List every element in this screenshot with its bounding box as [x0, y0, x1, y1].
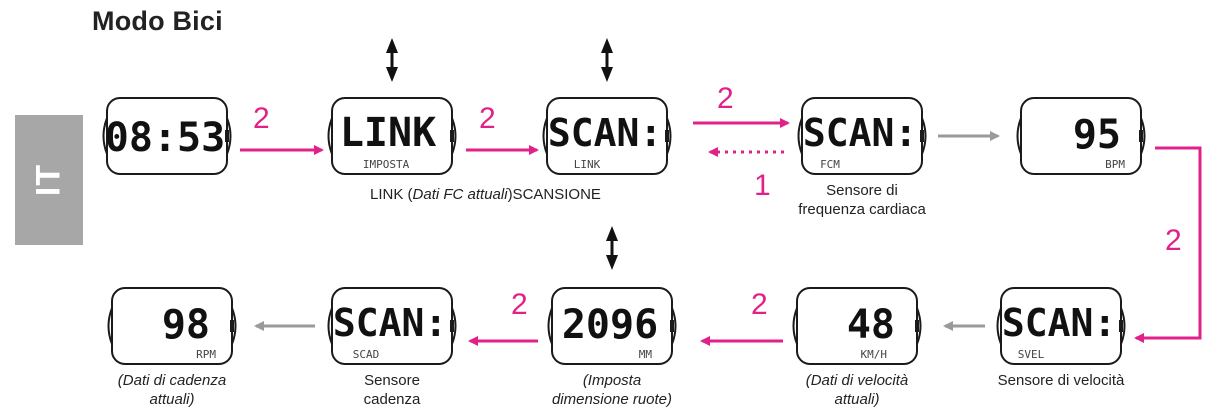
svg-text:LINK: LINK	[574, 158, 601, 171]
svg-text:SCAN:: SCAN:	[333, 301, 447, 345]
step-label: 2	[253, 102, 270, 135]
page-title: Modo Bici	[92, 6, 223, 36]
step-label: 2	[751, 288, 768, 321]
lcd-screen-link: LINK IMPOSTA	[327, 97, 457, 175]
step-label: 2	[717, 82, 734, 115]
up-down-arrow-icon	[606, 226, 618, 270]
svg-text:98: 98	[162, 302, 210, 348]
svg-text:FCM: FCM	[820, 158, 840, 171]
lcd-screen-speed: 48 KM/H	[792, 287, 922, 365]
svg-text:48: 48	[847, 302, 895, 348]
svg-text:LINK: LINK	[340, 110, 436, 156]
step-label: 1	[754, 169, 771, 202]
lcd-screen-bpm: 95 BPM	[1016, 97, 1146, 175]
svg-text:BPM: BPM	[1105, 158, 1125, 171]
step-label: 2	[479, 102, 496, 135]
svg-text:SCAN:: SCAN:	[803, 111, 917, 155]
lcd-screen-scan-fcm: SCAN: FCM	[797, 97, 927, 175]
connector-arrow	[1134, 146, 1202, 343]
step-label: 2	[511, 288, 528, 321]
svg-text:IMPOSTA: IMPOSTA	[363, 158, 410, 171]
svg-text:RPM: RPM	[196, 348, 216, 361]
svg-text:SVEL: SVEL	[1018, 348, 1045, 361]
svg-text:MM: MM	[639, 348, 653, 361]
caption-link-scan: LINK (Dati FC attuali)SCANSIONE	[370, 186, 601, 203]
lcd-screen-wheel-size: 2096 MM	[547, 287, 677, 365]
caption-speed-sensor: Sensore di velocità	[997, 372, 1125, 389]
language-tab: IT	[15, 115, 83, 245]
svg-text:95: 95	[1073, 112, 1121, 158]
svg-text:SCAN:: SCAN:	[548, 111, 662, 155]
svg-text:2096: 2096	[562, 302, 658, 348]
up-down-arrow-icon	[601, 38, 613, 82]
svg-text:SCAD: SCAD	[353, 348, 380, 361]
step-label: 2	[1165, 224, 1182, 257]
svg-text:08:53: 08:53	[105, 115, 225, 161]
svg-text:KM/H: KM/H	[861, 348, 888, 361]
lcd-screen-time: 08:53	[102, 97, 232, 175]
lcd-screen-scan-svel: SCAN: SVEL	[996, 287, 1126, 365]
lcd-screen-scan-scad: SCAN: SCAD	[327, 287, 457, 365]
lcd-screen-scan-link: SCAN: LINK	[542, 97, 672, 175]
lcd-screen-cadence: 98 RPM	[107, 287, 237, 365]
up-down-arrow-icon	[386, 38, 398, 82]
svg-text:SCAN:: SCAN:	[1002, 301, 1116, 345]
